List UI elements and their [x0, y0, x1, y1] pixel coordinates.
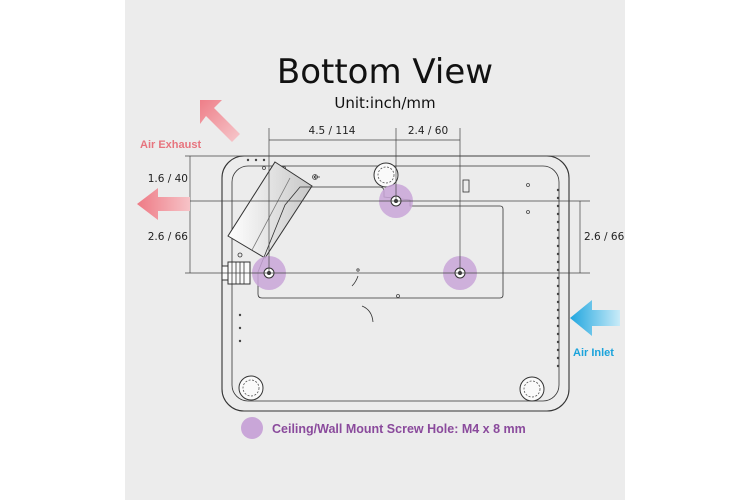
rubber-foot	[238, 375, 264, 401]
exhaust-arrow-up-icon	[200, 100, 240, 142]
side-vent-dots	[238, 158, 560, 368]
legend-swatch-icon	[241, 417, 263, 439]
rubber-foot	[519, 376, 545, 402]
dim-label-top-right: 2.4 / 60	[408, 125, 448, 137]
exhaust-vent	[227, 161, 313, 259]
legend-label: Ceiling/Wall Mount Screw Hole: M4 x 8 mm	[272, 422, 526, 436]
page-title: Bottom View	[277, 52, 493, 92]
rubber-foot	[373, 162, 399, 188]
inlet-arrow-icon	[570, 300, 620, 336]
diagram-panel	[125, 0, 625, 500]
dimension-lines	[185, 128, 590, 274]
air-exhaust-label: Air Exhaust	[140, 139, 201, 151]
adjustable-foot	[221, 252, 251, 285]
dim-label-left-upper: 1.6 / 40	[148, 173, 188, 185]
air-inlet-label: Air Inlet	[573, 347, 614, 359]
exhaust-arrow-left-icon	[137, 188, 190, 220]
dim-label-top-left: 4.5 / 114	[309, 125, 356, 137]
dim-label-left-lower: 2.6 / 66	[148, 231, 189, 243]
dim-label-right: 2.6 / 66	[584, 231, 625, 243]
legend: Ceiling/Wall Mount Screw Hole: M4 x 8 mm	[241, 417, 526, 439]
unit-subtitle: Unit:inch/mm	[334, 94, 435, 112]
